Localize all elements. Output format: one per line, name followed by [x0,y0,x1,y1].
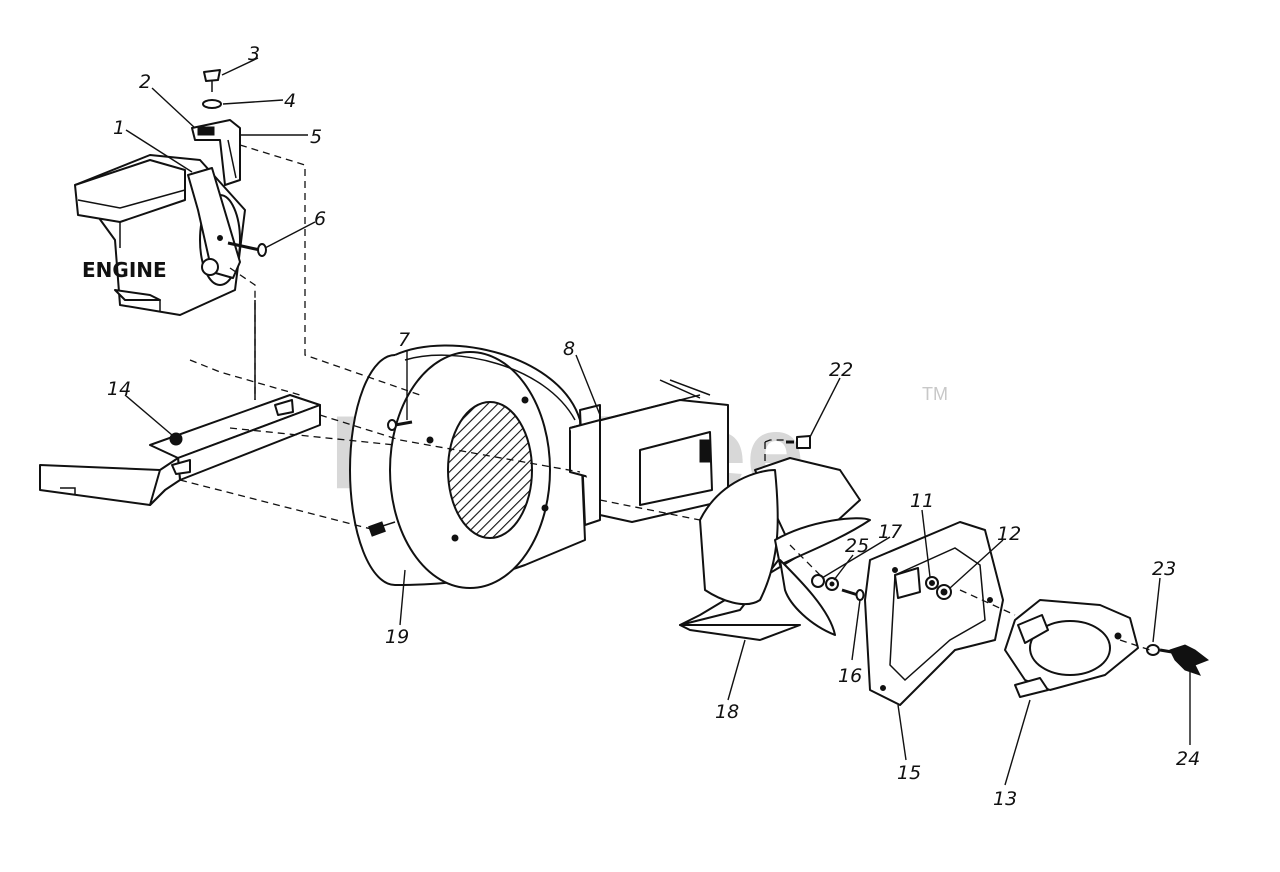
part-1-bracket [187,167,241,279]
part-18-impeller [679,457,871,641]
part-15-back-plate [864,521,1004,706]
callout-19: 19 [385,626,409,648]
frame [39,300,321,506]
callout-17: 17 [878,521,902,543]
callout-24: 24 [1176,748,1200,770]
leader-lines [124,57,1191,786]
callout-23: 23 [1152,558,1176,580]
part-19-blower-housing [349,344,601,589]
callout-2: 2 [139,71,151,93]
callout-13: 13 [993,788,1017,810]
part-3-4-bolt-washer [202,69,222,109]
callout-12: 12 [997,523,1021,545]
part-7-screw [387,419,413,431]
callout-1: 1 [113,117,125,139]
part-13-cover [1004,599,1139,698]
part-8-chute [569,379,729,523]
watermark-trademark: TM [922,384,948,404]
callout-16: 16 [838,665,862,687]
callout-4: 4 [284,90,296,112]
callout-15: 15 [897,762,921,784]
callouts: 1 2 3 4 5 6 7 8 11 12 13 14 15 16 17 18 … [107,43,1200,810]
callout-8: 8 [563,338,575,360]
parts-23-24-washer-knob [1146,644,1210,676]
callout-5: 5 [310,126,322,148]
part-6-bolt [227,241,267,257]
callout-25: 25 [845,535,869,557]
callout-3: 3 [248,43,260,65]
callout-6: 6 [314,208,326,230]
engine-label: ENGINE [82,258,167,282]
parts-11-12-nuts [925,576,952,600]
assembly-lines [179,144,1151,651]
parts-16-17-25-hardware [811,574,865,601]
callout-22: 22 [829,359,853,381]
callout-18: 18 [715,701,739,723]
callout-14: 14 [107,378,131,400]
part-2-5-clamp [191,119,241,186]
part-22-bolt [786,435,811,449]
callout-11: 11 [910,490,934,512]
callout-7: 7 [398,329,410,351]
